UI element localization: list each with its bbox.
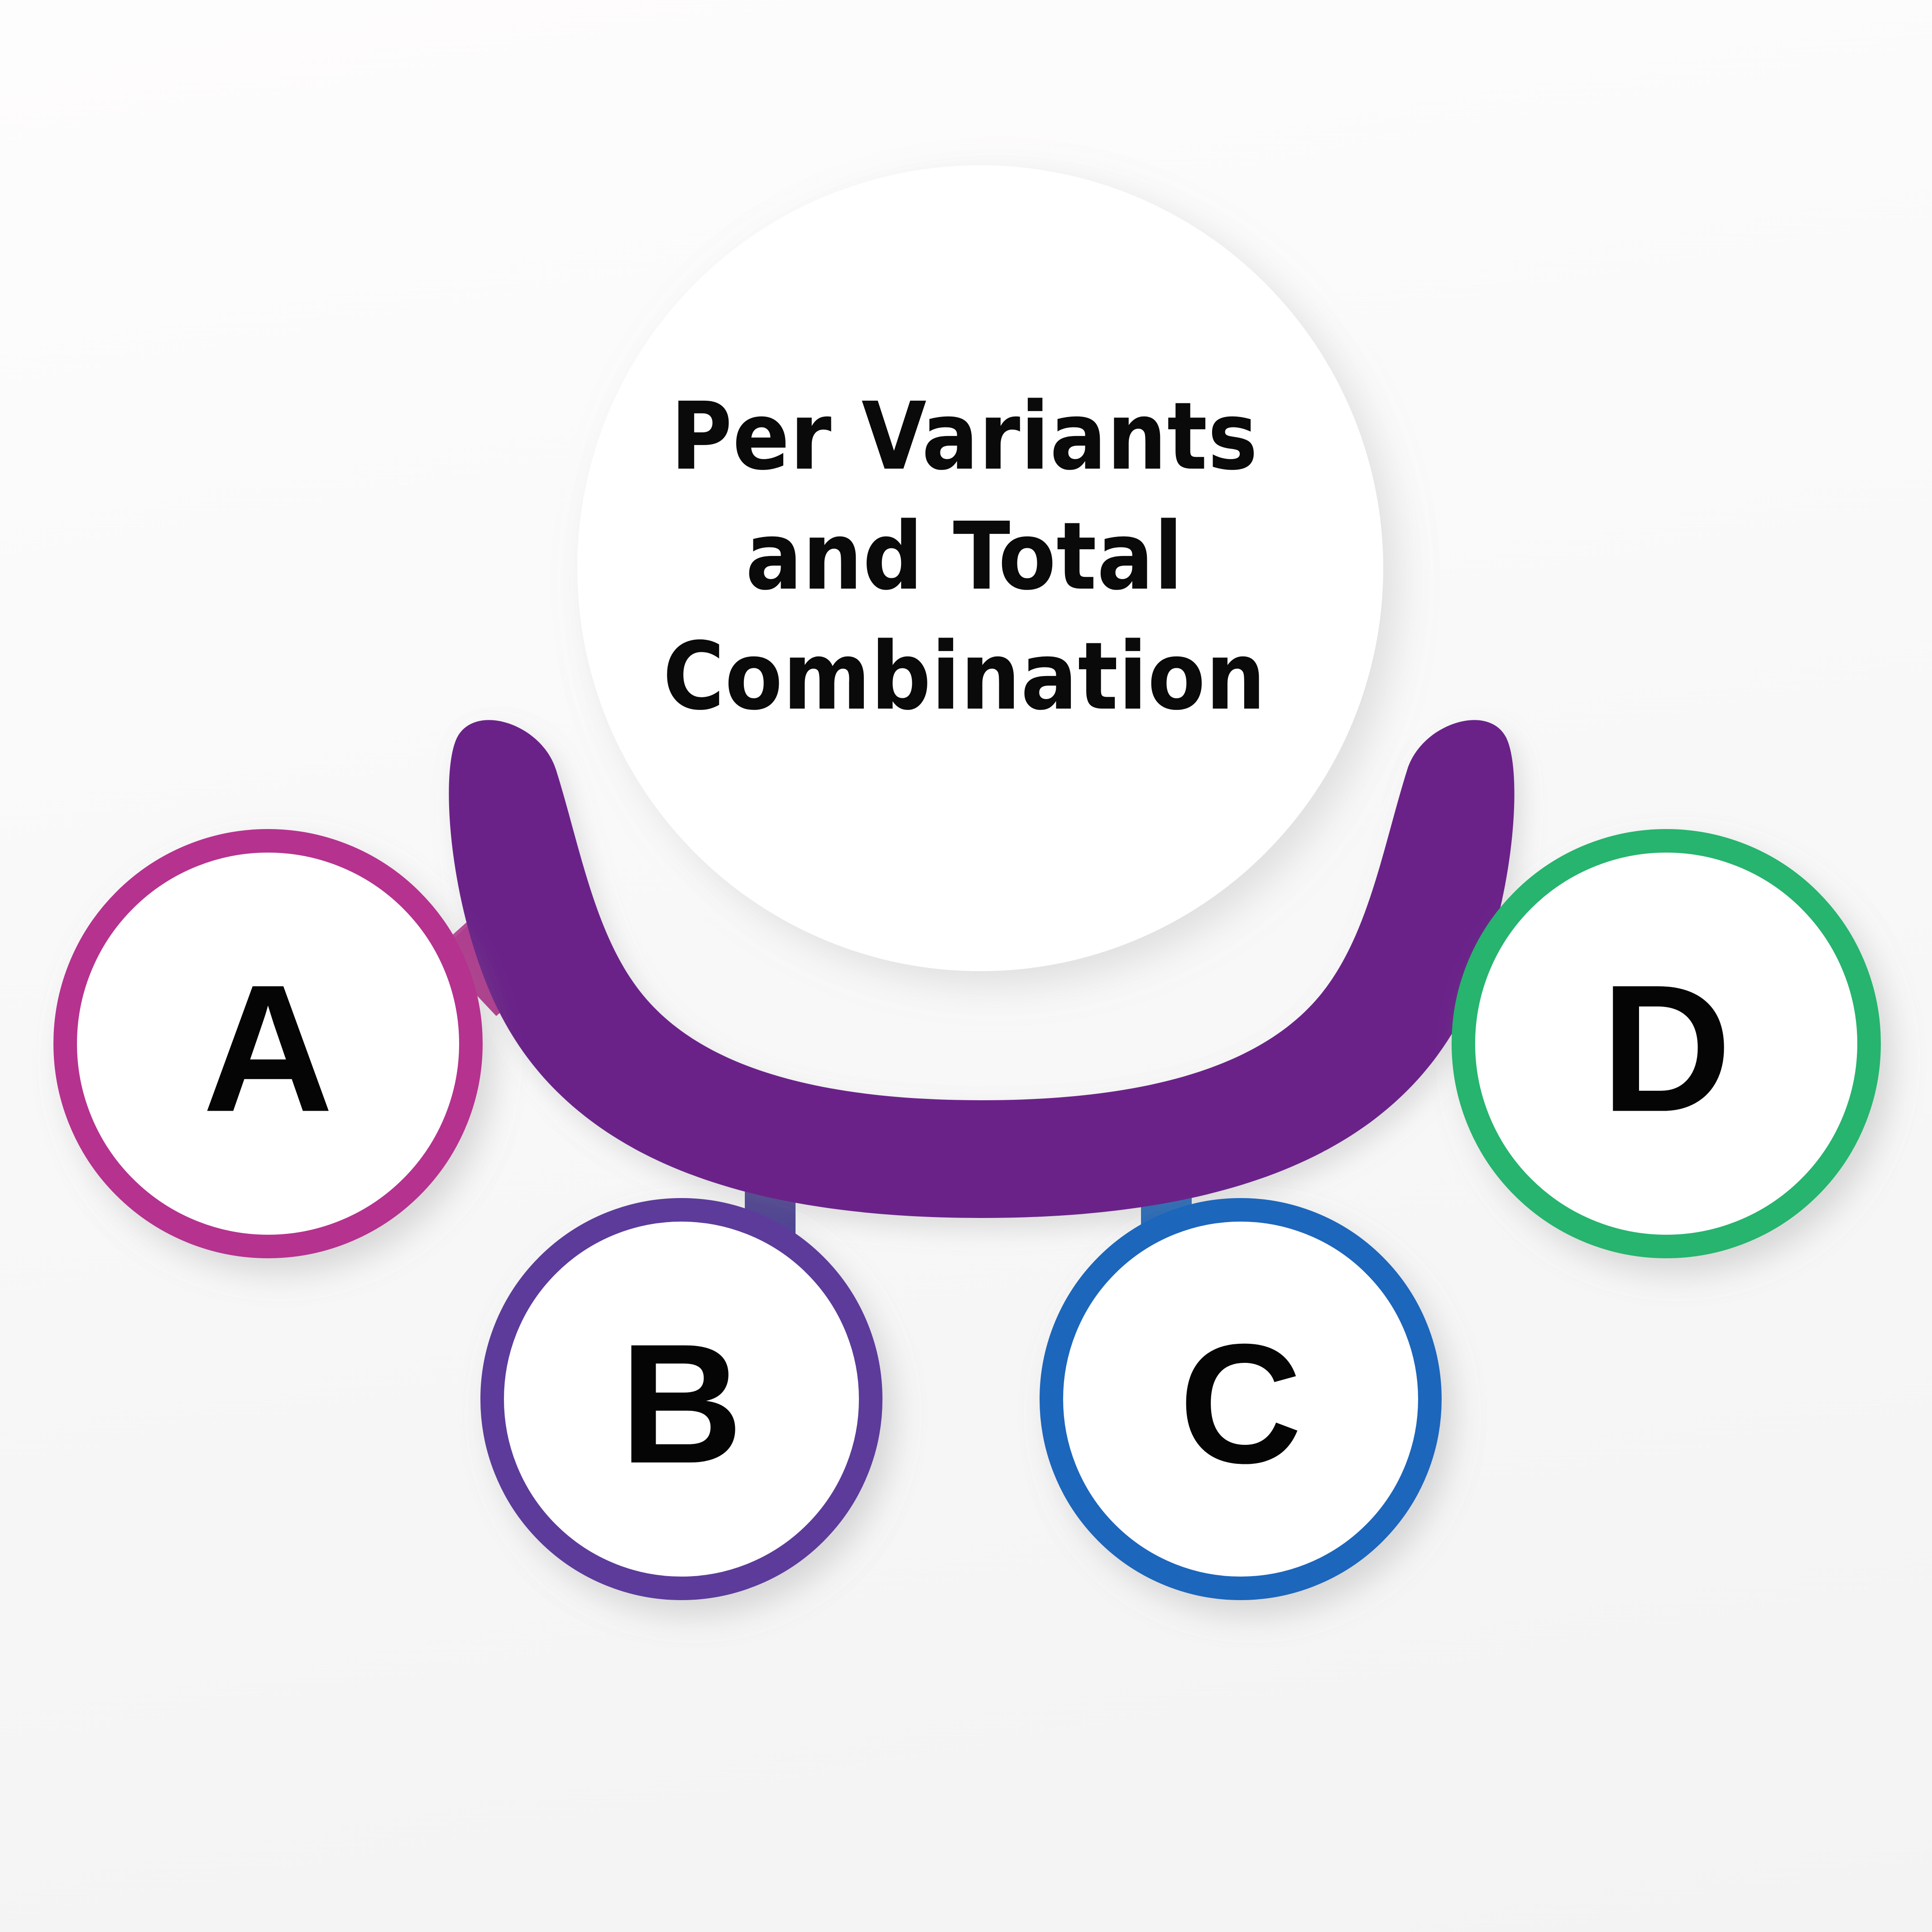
hub-title-line-3: Combination [663, 622, 1266, 731]
hub-title-line-2: and Total [746, 502, 1184, 611]
node-b-label: B [620, 1309, 743, 1499]
node-a-ring[interactable] [53, 829, 483, 1258]
node-c-label: C [1179, 1309, 1302, 1499]
node-d-ring[interactable] [1452, 829, 1881, 1258]
node-c[interactable]: C [1040, 1198, 1442, 1600]
hub-title-line-1: Per Variants [671, 382, 1258, 491]
node-c-ring[interactable] [1040, 1198, 1442, 1600]
node-d[interactable]: D [1452, 829, 1881, 1258]
center-hub[interactable]: Per Variants and Total Combination [577, 165, 1383, 971]
node-b[interactable]: B [480, 1198, 882, 1600]
node-d-label: D [1601, 947, 1732, 1150]
node-b-ring[interactable] [480, 1198, 882, 1600]
node-a[interactable]: A [53, 829, 483, 1258]
central-crescent-arc [449, 720, 1515, 1218]
node-a-label: A [203, 947, 334, 1150]
